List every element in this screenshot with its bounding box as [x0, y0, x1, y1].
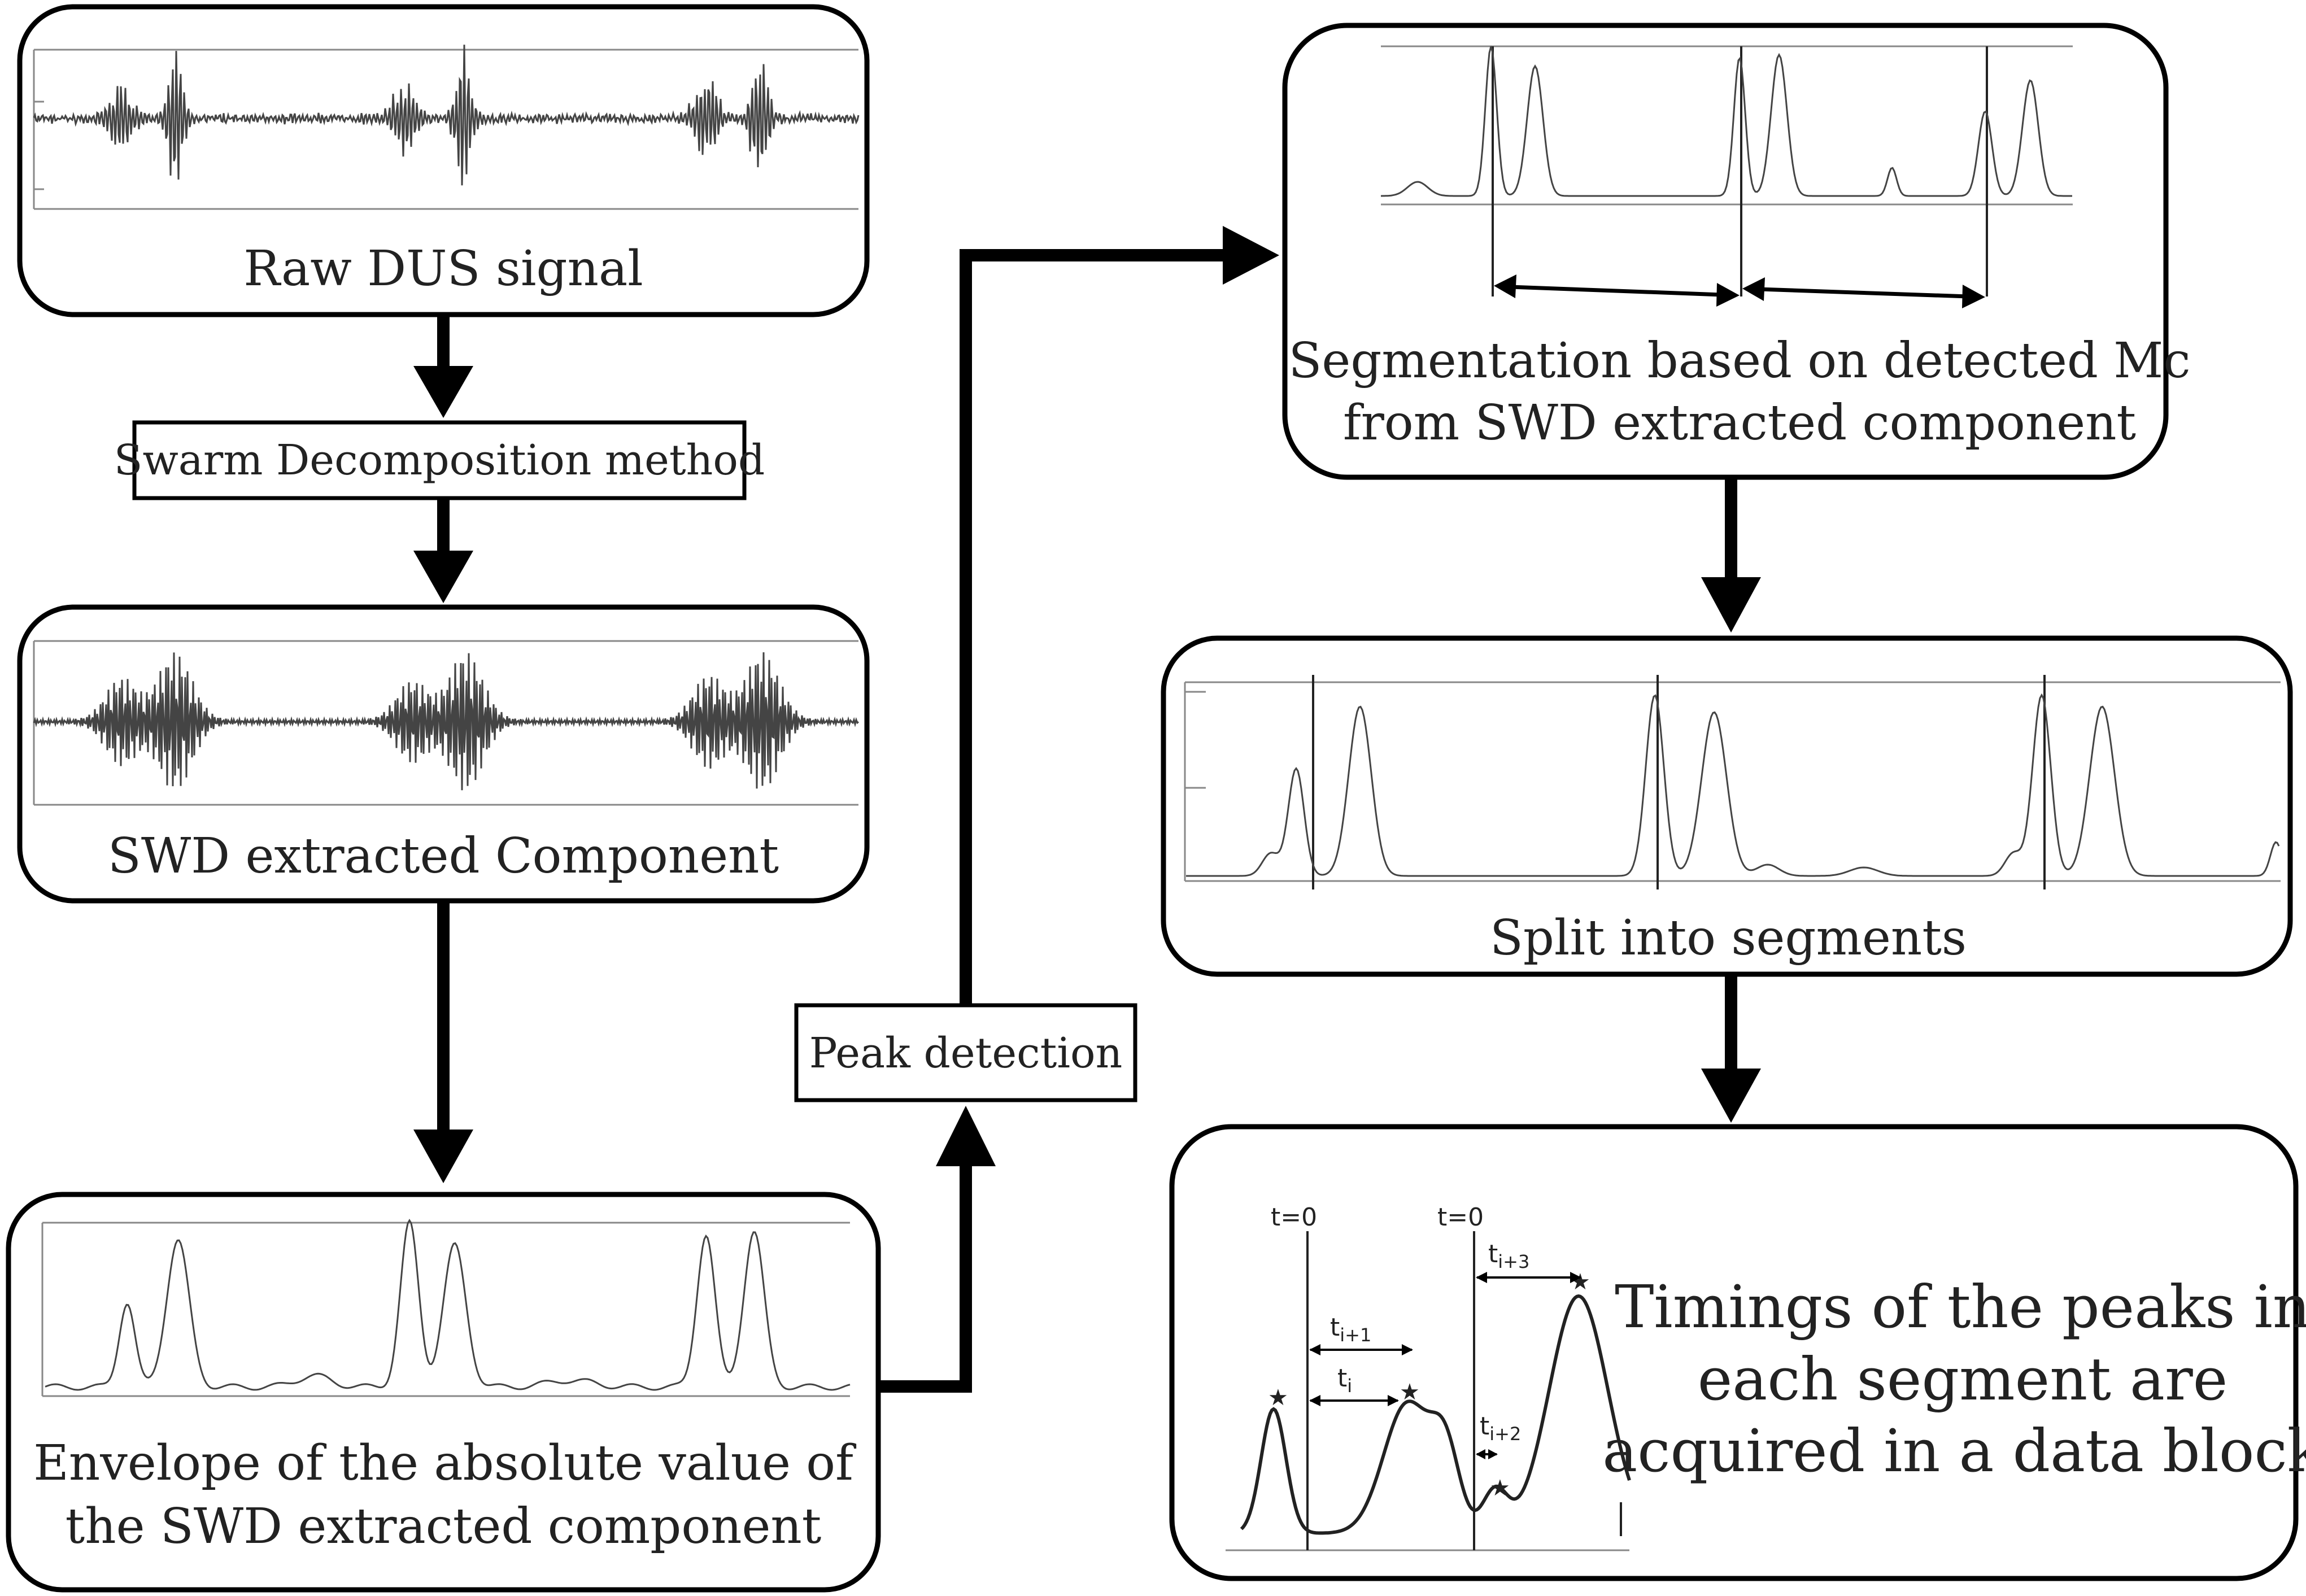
arrow-swd-to-envelope — [413, 901, 473, 1183]
arrow-swarm-to-swd — [413, 498, 473, 603]
segmentation-trace — [1380, 46, 2072, 197]
envelope-plot — [41, 1219, 851, 1397]
arrow-split-to-timings — [1701, 974, 1761, 1123]
t0-label-1: t=0 — [1271, 1203, 1317, 1232]
arrow-segmentation-to-split — [1701, 477, 1761, 633]
raw-dus-caption: Raw DUS signal — [243, 241, 643, 297]
envelope-caption-line1: Envelope of the absolute value of — [33, 1435, 856, 1492]
segmentation-caption-line2: from SWD extracted component — [1343, 395, 2136, 451]
raw-dus-plot — [33, 45, 860, 210]
arrow-raw-to-swarm — [413, 315, 473, 418]
split-segments-plot — [1184, 675, 2281, 889]
interval-t-i-plus-2: ti+2 — [1476, 1412, 1521, 1459]
svg-text:★: ★ — [1400, 1379, 1420, 1405]
envelope-trace — [45, 1219, 851, 1391]
svg-text:ti+2: ti+2 — [1480, 1412, 1521, 1445]
timings-plot: t=0 t=0 ★ ★ ★ ★ ti+1 ti — [1226, 1203, 1631, 1551]
envelope-box: Envelope of the absolute value of the SW… — [6, 1192, 881, 1593]
peak-detection-text: Peak detection — [809, 1029, 1123, 1078]
svg-text:★: ★ — [1268, 1385, 1288, 1411]
swd-component-trace — [33, 652, 859, 791]
peak-detection-label: Peak detection — [794, 1003, 1137, 1102]
timings-text-line3: acquired in a data block — [1602, 1416, 2306, 1485]
svg-text:ti+3: ti+3 — [1488, 1240, 1529, 1272]
svg-text:★: ★ — [1570, 1269, 1590, 1295]
interval-t-i: ti — [1309, 1364, 1399, 1406]
segment-interval-arrow-1 — [1494, 274, 1740, 307]
swd-component-box: SWD extracted Component — [17, 604, 870, 904]
envelope-caption-line2: the SWD extracted component — [66, 1498, 822, 1555]
t0-label-2: t=0 — [1437, 1203, 1484, 1232]
raw-dus-box: Raw DUS signal — [17, 4, 870, 317]
raw-dus-trace — [33, 45, 860, 186]
timings-text-line2: each segment are — [1698, 1345, 2228, 1414]
swd-component-plot — [33, 640, 859, 806]
svg-text:★: ★ — [1490, 1475, 1510, 1501]
interval-t-i-plus-1: ti+1 — [1309, 1313, 1413, 1355]
svg-text:ti+1: ti+1 — [1330, 1313, 1371, 1346]
svg-text:ti: ti — [1337, 1364, 1352, 1397]
timings-trace — [1240, 1294, 1631, 1535]
timings-text-line1: Timings of the peaks in — [1615, 1272, 2306, 1341]
swd-component-caption: SWD extracted Component — [108, 828, 779, 884]
swarm-decomposition-label: Swarm Decomposition method — [114, 420, 765, 500]
split-segments-box: Split into segments — [1161, 635, 2293, 977]
arrow-peak-to-segmentation — [960, 226, 1279, 1005]
peak-markers: ★ ★ ★ ★ — [1268, 1269, 1590, 1501]
segment-interval-arrow-2 — [1742, 277, 1985, 308]
segmentation-caption-line1: Segmentation based on detected Mc — [1289, 333, 2191, 389]
timings-box: t=0 t=0 ★ ★ ★ ★ ti+1 ti — [1169, 1124, 2306, 1581]
split-segments-trace — [1186, 693, 2280, 877]
segmentation-box: Segmentation based on detected Mc from S… — [1282, 23, 2191, 480]
swarm-decomposition-text: Swarm Decomposition method — [114, 436, 765, 485]
segmentation-plot — [1380, 45, 2073, 308]
split-segments-caption: Split into segments — [1490, 910, 1967, 966]
arrow-envelope-to-peak — [878, 1106, 996, 1393]
interval-t-i-plus-3: ti+3 — [1476, 1240, 1581, 1283]
